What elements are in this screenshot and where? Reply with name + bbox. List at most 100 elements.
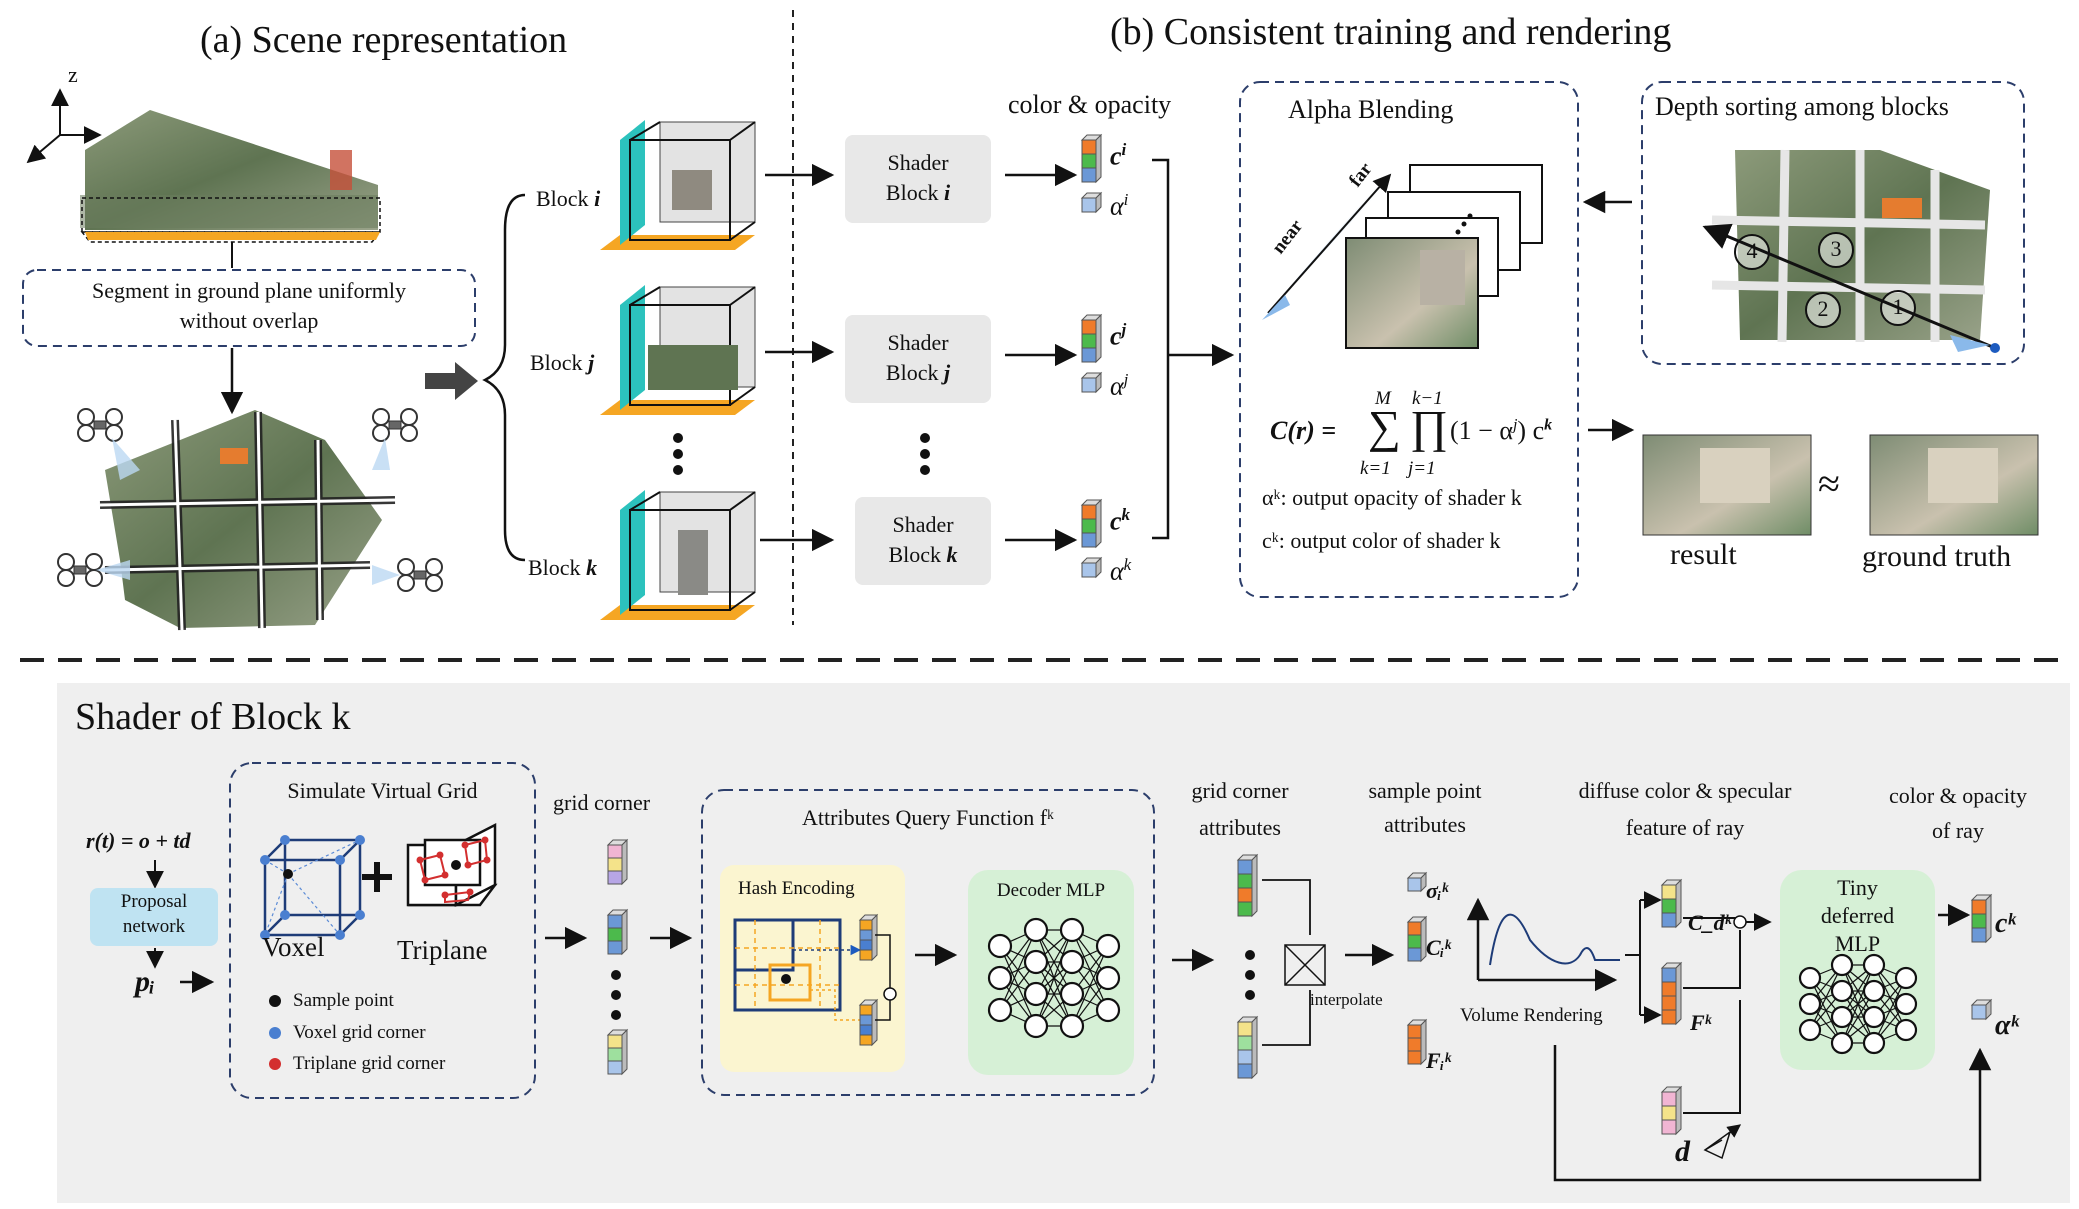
- hash-column: [858, 913, 879, 962]
- corner-feature-stack: [606, 1028, 629, 1076]
- specular-stack: [1660, 961, 1683, 1026]
- proposal-box: [90, 888, 218, 946]
- block-cube: [600, 120, 756, 250]
- merge-lines: [1683, 917, 1741, 1114]
- hash-column: [858, 998, 879, 1047]
- color-output-i: ci: [1110, 140, 1127, 171]
- mlp-node: [1894, 992, 1918, 1016]
- mlp-node: [1862, 953, 1886, 977]
- camera-point: [1990, 343, 2000, 353]
- legend-voxel-corner: Voxel grid corner: [293, 1022, 426, 1043]
- prod-symbol: ∏: [1410, 401, 1448, 452]
- spa-label-1: sample point: [1368, 778, 1482, 803]
- big-arrow: [425, 362, 478, 400]
- segment-note-box: [22, 269, 476, 347]
- color-output-j: cj: [1110, 320, 1127, 351]
- legend-dot-triplane: [269, 1058, 281, 1070]
- axis-z-label: z: [68, 62, 78, 87]
- interp-lines: [1262, 879, 1311, 1046]
- concat-icon: [883, 987, 897, 1001]
- alpha-output-k: αk: [1110, 555, 1132, 586]
- decoder-mlp-label: Decoder MLP: [996, 880, 1106, 901]
- order-3: 3: [1830, 236, 1842, 261]
- mlp-node: [1095, 965, 1121, 991]
- volume-rendering-curve: [1466, 897, 1620, 992]
- feature-i-stack: [1406, 1018, 1428, 1066]
- result-label: result: [1670, 538, 1737, 571]
- color-opacity-label: color & opacity: [1008, 90, 1172, 119]
- mlp-node: [987, 997, 1013, 1023]
- order-4: 4: [1746, 238, 1758, 263]
- mlp-node: [1862, 979, 1886, 1003]
- feature-i-label: Fᵢᵏ: [1426, 1048, 1451, 1073]
- vertical-dots: [1245, 950, 1255, 1000]
- aqf-box: [701, 789, 1155, 1096]
- sum-lower: k=1: [1360, 458, 1391, 479]
- depth-sorting-box: [1641, 81, 2025, 365]
- prod-lower: j=1: [1408, 458, 1436, 479]
- concat-lines: [875, 934, 891, 1021]
- mlp-node: [1023, 949, 1049, 975]
- block-to-shader-arrows: [760, 163, 835, 552]
- mlp-node: [1059, 981, 1085, 1007]
- voxel-label: Voxel: [262, 932, 325, 962]
- gca-label-2: attributes: [1199, 815, 1281, 840]
- vertical-dots: [673, 433, 930, 475]
- color-output-k: ck: [1110, 505, 1131, 536]
- hash-grid: [733, 918, 862, 1021]
- ground-truth-building: [1928, 448, 1998, 503]
- shader-label-1: Shader: [892, 512, 954, 537]
- interpolate-icon: [1284, 944, 1326, 986]
- approx-symbol: ≈: [1818, 461, 1840, 506]
- order-2: 2: [1817, 296, 1829, 321]
- tiny-mlp-label-3: MLP: [1834, 931, 1881, 956]
- depth-order-circles: [1734, 232, 1916, 328]
- spa-label-2: attributes: [1384, 812, 1466, 837]
- output-color-label: cᵏ: [1995, 908, 2016, 939]
- result-image-building: [1700, 448, 1770, 503]
- sorting-ray: [1702, 223, 1996, 350]
- mlp-node: [1059, 1013, 1085, 1039]
- sorted-blocks-map: [1711, 149, 1990, 343]
- axis-gizmo: [26, 88, 102, 164]
- note-alpha: αᵏ: output opacity of shader k: [1262, 485, 1522, 510]
- block-cube: [600, 490, 756, 620]
- view-direction-icon: [1703, 1124, 1742, 1160]
- mlp-node: [1798, 1018, 1822, 1042]
- hash-encoding-label: Hash Encoding: [738, 878, 855, 899]
- proposal-label-2: network: [122, 916, 186, 937]
- block-label-k: Block k: [528, 555, 598, 580]
- mlp-node: [1023, 1013, 1049, 1039]
- mlp-node: [1095, 997, 1121, 1023]
- grid-attr-stack: [1236, 1015, 1259, 1080]
- brace: [482, 193, 526, 562]
- mlp-node: [1830, 979, 1854, 1003]
- alpha-blending-box: [1239, 81, 1579, 598]
- depth-sorting-title: Depth sorting among blocks: [1655, 92, 1949, 121]
- interpolate-label: interpolate: [1310, 990, 1383, 1009]
- color-i-label: Cᵢᵏ: [1426, 935, 1451, 960]
- mlp-node: [1023, 981, 1049, 1007]
- sample-point-label: pᵢ: [135, 965, 156, 998]
- shader-label-1: Shader: [887, 330, 949, 355]
- prod-upper: k−1: [1412, 388, 1443, 409]
- sum-symbol: ∑: [1368, 401, 1401, 452]
- view-direction-label: d: [1675, 1135, 1690, 1168]
- city-model-3d: [80, 110, 382, 243]
- mlp-node: [1862, 1005, 1886, 1029]
- mlp-node: [987, 965, 1013, 991]
- output-alpha-cube: [1970, 998, 1993, 1021]
- mlp-node: [1894, 966, 1918, 990]
- gca-label-1: grid corner: [1191, 778, 1289, 803]
- shader-box: [845, 135, 991, 223]
- order-1: 1: [1892, 294, 1904, 319]
- output-color-stack: [1970, 893, 1993, 944]
- grid-corner-label: grid corner: [553, 790, 651, 815]
- virtual-grid-title: Simulate Virtual Grid: [287, 778, 478, 803]
- formula-rhs: (1 − αj) ck: [1450, 416, 1553, 445]
- color-cube-stack: [1080, 313, 1103, 364]
- diffuse-color-label: C_dᵏ: [1688, 910, 1731, 935]
- shader-box: [845, 315, 991, 403]
